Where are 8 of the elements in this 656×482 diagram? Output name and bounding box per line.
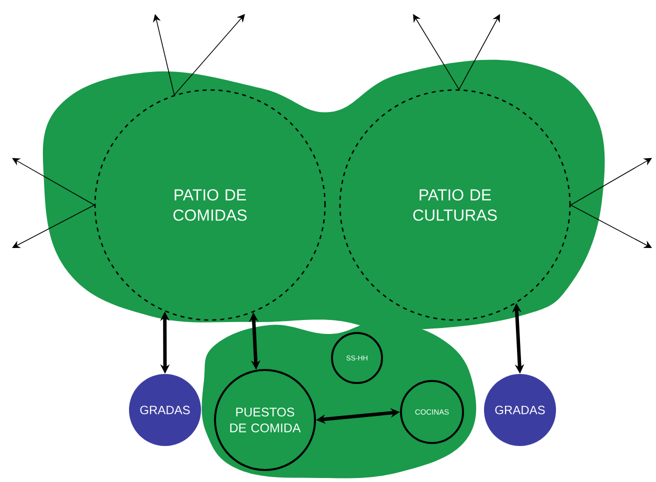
arrow [570,204,652,248]
arrow [174,14,245,96]
arrow [570,158,652,206]
arrow [12,204,95,248]
arrow [413,14,460,90]
arrow [152,14,175,96]
arrow [458,14,500,90]
arrow [12,158,95,206]
